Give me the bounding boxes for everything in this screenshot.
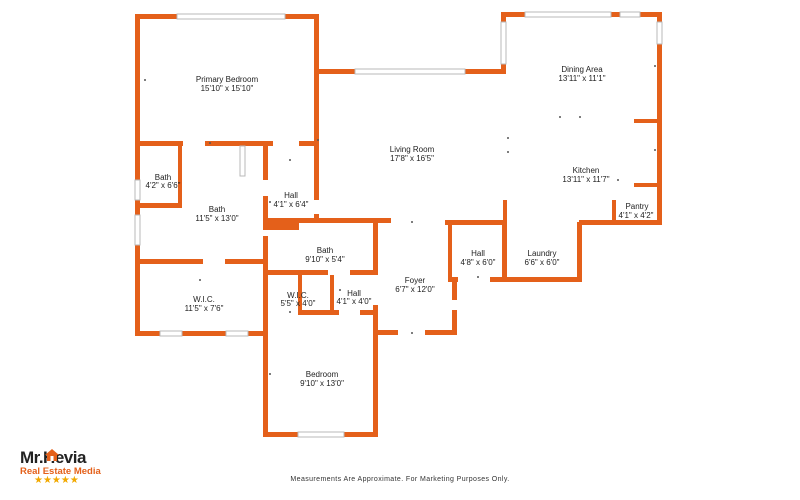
room-hall-laundry-dim: 4'8" x 6'0" bbox=[461, 258, 496, 267]
disclaimer-text: Measurements Are Approximate. For Market… bbox=[290, 476, 510, 483]
room-foyer-dim: 6'7" x 12'0" bbox=[395, 285, 435, 294]
logo-subtitle: Real Estate Media bbox=[20, 466, 101, 477]
room-wic-primary-dim: 11'5" x 7'6" bbox=[185, 304, 224, 313]
room-bedroom-dim: 9'10" x 13'0" bbox=[300, 379, 344, 388]
doors bbox=[263, 180, 457, 310]
room-wic-primary-name: W.I.C. bbox=[193, 295, 215, 304]
house-icon bbox=[45, 449, 59, 461]
room-pantry-dim: 4'1" x 4'2" bbox=[619, 211, 654, 220]
room-kitchen-name: Kitchen bbox=[573, 166, 600, 175]
fixture-dots bbox=[144, 65, 656, 375]
room-wic-small-dim: 5'5" x 4'0" bbox=[281, 299, 316, 308]
room-pantry-name: Pantry bbox=[625, 202, 648, 211]
room-wic-small-name: W.I.C. bbox=[287, 291, 309, 300]
company-logo: Mr.Hevia Real Estate Media ★★★★★ bbox=[20, 448, 120, 488]
room-bath-small-dim: 4'2" x 6'6" bbox=[146, 181, 181, 190]
room-bath-primary-name: Bath bbox=[209, 205, 225, 214]
room-laundry-name: Laundry bbox=[528, 249, 557, 258]
room-laundry-dim: 6'6" x 6'0" bbox=[525, 258, 560, 267]
room-living-room-name: Living Room bbox=[390, 145, 435, 154]
room-bedroom-name: Bedroom bbox=[306, 370, 339, 379]
room-primary-bedroom-dim: 15'10" x 15'10" bbox=[201, 84, 254, 93]
room-dining-area-name: Dining Area bbox=[561, 65, 603, 74]
room-living-room-dim: 17'8" x 16'5" bbox=[390, 154, 434, 163]
room-hall-upper-dim: 4'1" x 6'4" bbox=[274, 200, 309, 209]
room-bath-hall-dim: 9'10" x 5'4" bbox=[305, 255, 345, 264]
rating-stars: ★★★★★ bbox=[34, 475, 79, 486]
room-foyer-name: Foyer bbox=[405, 276, 426, 285]
room-hall-small-dim: 4'1" x 4'0" bbox=[337, 297, 372, 306]
room-bath-hall-name: Bath bbox=[317, 246, 333, 255]
room-hall-laundry-name: Hall bbox=[471, 249, 485, 258]
room-bath-small-name: Bath bbox=[155, 173, 171, 182]
room-labels: Primary Bedroom 15'10" x 15'10" Living R… bbox=[146, 65, 654, 388]
room-hall-small-name: Hall bbox=[347, 289, 361, 298]
room-primary-bedroom-name: Primary Bedroom bbox=[196, 75, 259, 84]
room-kitchen-dim: 13'11" x 11'7" bbox=[562, 175, 609, 184]
room-hall-upper-name: Hall bbox=[284, 191, 298, 200]
room-dining-area-dim: 13'11" x 11'1" bbox=[558, 74, 605, 83]
windows bbox=[134, 11, 663, 438]
room-bath-primary-dim: 11'5" x 13'0" bbox=[195, 214, 238, 223]
